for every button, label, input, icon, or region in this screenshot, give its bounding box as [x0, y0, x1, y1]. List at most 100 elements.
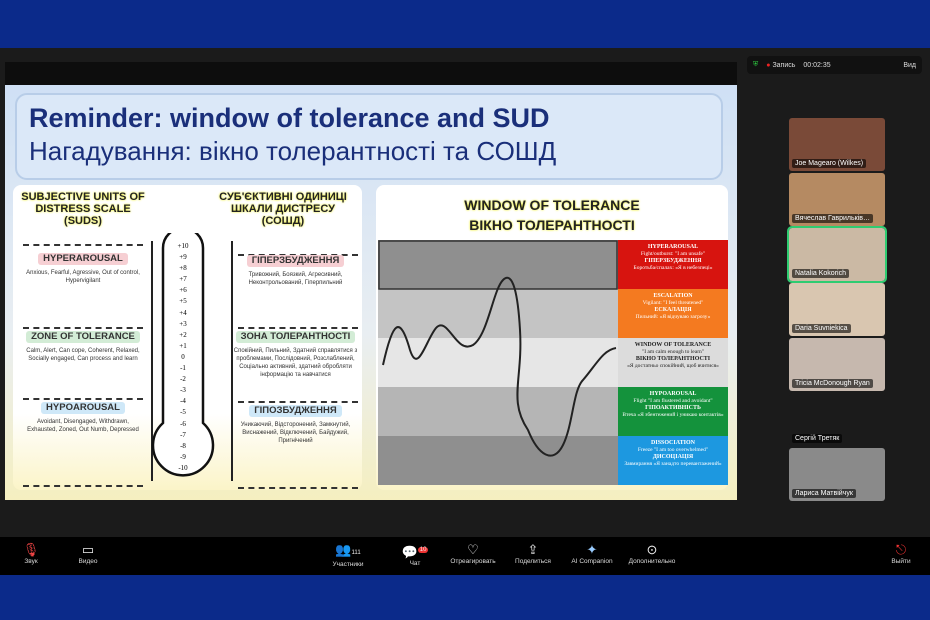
shared-slide: Reminder: window of tolerance and SUD На…	[5, 85, 737, 500]
zone-uk: ВІКНО ТОЛЕРАНТНОСТІ	[635, 356, 711, 362]
suds-heading-en: SUBJECTIVE UNITS OF DISTRESS SCALE (SUDS…	[21, 191, 145, 227]
zone-en-sub: Vigilant: "I feel threatened"	[642, 300, 704, 306]
leave-button[interactable]: ⎋Выйти	[866, 542, 930, 565]
meeting-status-bar: ⛨ ● Запись 00:02:35 Вид	[747, 56, 922, 74]
zone-uk-sub: Завмирання «Я занадто перевантажений»	[624, 461, 722, 467]
scale-number: +5	[179, 297, 187, 306]
zone-label: WINDOW OF TOLERANCE"I am calm enough to …	[618, 338, 728, 387]
participants-icon: 👥111	[335, 542, 361, 557]
participant-tile[interactable]: Вячеслав Гаврильків…	[789, 173, 885, 226]
participant-tile[interactable]: Joe Magearo (Wilkes)	[789, 118, 885, 171]
thermometer-outline	[151, 233, 215, 477]
zone-uk: ДИСОЦІАЦІЯ	[652, 454, 694, 460]
scale-number: -2	[180, 375, 186, 384]
participant-tile[interactable]: Лариса Матвійчук	[789, 448, 885, 501]
zone-uk-sub: Боротьба/спалах: «Я в небезпеці»	[633, 265, 713, 271]
arousal-curve	[378, 240, 618, 457]
participant-tile[interactable]: Daria Suvniekica	[789, 283, 885, 336]
share-icon: ⇪	[527, 542, 539, 557]
react-button[interactable]: ♡Отреагировать	[438, 542, 508, 565]
participant-tile[interactable]: Tricia McDonough Ryan	[789, 338, 885, 391]
zone-en-sub: Freeze "I am too overwhelmed"	[637, 447, 709, 453]
heart-icon: ♡	[467, 542, 479, 557]
audio-button[interactable]: 🎙Звук	[0, 542, 66, 565]
scale-number: +9	[179, 253, 187, 262]
scale-number: -4	[180, 397, 186, 406]
video-button[interactable]: ▭Видео	[53, 542, 123, 565]
zone-en-sub: Flight "I am flustered and avoidant"	[633, 398, 713, 404]
slide-title-en: Reminder: window of tolerance and SUD	[29, 103, 550, 133]
more-button[interactable]: ⊙Дополнительно	[617, 542, 687, 565]
ai-companion-button[interactable]: ✦AI Companion	[557, 542, 627, 565]
right-scale-arrow	[231, 241, 233, 481]
wot-band	[378, 338, 618, 387]
participant-name: Лариса Матвійчук	[792, 489, 856, 498]
left-scale-arrow	[151, 241, 153, 481]
scale-number: -9	[180, 452, 186, 461]
scale-number: -6	[180, 419, 186, 428]
suds-heading-uk: СУБ'ЄКТИВНІ ОДИНИЦІ ШКАЛИ ДИСТРЕСУ (СОШД…	[219, 191, 347, 227]
participant-tile[interactable]: Natalia Kokorich	[787, 226, 887, 283]
scale-number: +3	[179, 319, 187, 328]
wot-band	[378, 387, 618, 436]
zone-uk: ГІПОАКТИВНІСТЬ	[645, 405, 701, 411]
wot-band	[378, 289, 618, 338]
scale-number: +10	[177, 242, 189, 250]
share-button[interactable]: ⇪Поделиться	[498, 542, 568, 565]
scale-number: -5	[180, 408, 186, 417]
participant-name: Сергій Третяк	[792, 434, 843, 443]
wot-band	[378, 436, 618, 485]
scale-number: +1	[179, 341, 187, 350]
recording-indicator[interactable]: ● Запись	[766, 61, 796, 69]
participant-name: Joe Magearo (Wilkes)	[792, 159, 867, 168]
slide-title-uk: Нагадування: вікно толерантності та СОШД	[29, 136, 557, 166]
zone-en-sub: "I am calm enough to learn"	[641, 349, 705, 355]
recording-dot-icon: ●	[766, 61, 771, 69]
scale-number: +4	[179, 308, 187, 317]
suds-panel: SUBJECTIVE UNITS OF DISTRESS SCALE (SUDS…	[13, 185, 362, 490]
scale-number: -1	[180, 364, 186, 373]
scale-number: -7	[180, 430, 186, 439]
participant-name: Вячеслав Гаврильків…	[792, 214, 873, 223]
chat-badge: 10	[417, 547, 429, 553]
zone-en: HYPOAROUSAL	[649, 391, 697, 397]
muted-mic-icon: 🎙	[22, 542, 40, 557]
scale-number: -10	[178, 463, 188, 472]
encryption-shield-icon: ⛨	[753, 61, 759, 68]
scale-number: +8	[179, 264, 187, 273]
view-button[interactable]: Вид	[903, 61, 916, 69]
zone-uk-sub: «Я достатньо спокійний, щоб вчитися»	[627, 363, 719, 369]
wot-band	[378, 240, 618, 289]
zone-uk-sub: Втеча «Я збентежений і уникаю контактів»	[622, 412, 724, 418]
leave-icon: ⎋	[895, 542, 907, 557]
meeting-timer: 00:02:35	[803, 61, 831, 69]
zone-uk: ГІПЕРЗБУДЖЕННЯ	[644, 258, 702, 264]
scale-number: +7	[179, 275, 187, 284]
scale-number: 0	[181, 352, 185, 361]
zone-en: ESCALATION	[653, 293, 693, 299]
chat-icon: 💬10	[401, 544, 429, 560]
participant-name: Tricia McDonough Ryan	[792, 379, 873, 388]
slide-title-box: Reminder: window of tolerance and SUD На…	[15, 93, 723, 180]
zone-en-sub: Fight/outburst: "I am unsafe"	[640, 251, 706, 257]
sparkle-icon: ✦	[586, 542, 598, 557]
participant-tile[interactable]: Сергій Третяк	[789, 393, 885, 446]
more-icon: ⊙	[646, 542, 658, 557]
zone-en: HYPERAROUSAL	[647, 244, 699, 250]
scale-number: -3	[180, 386, 186, 395]
